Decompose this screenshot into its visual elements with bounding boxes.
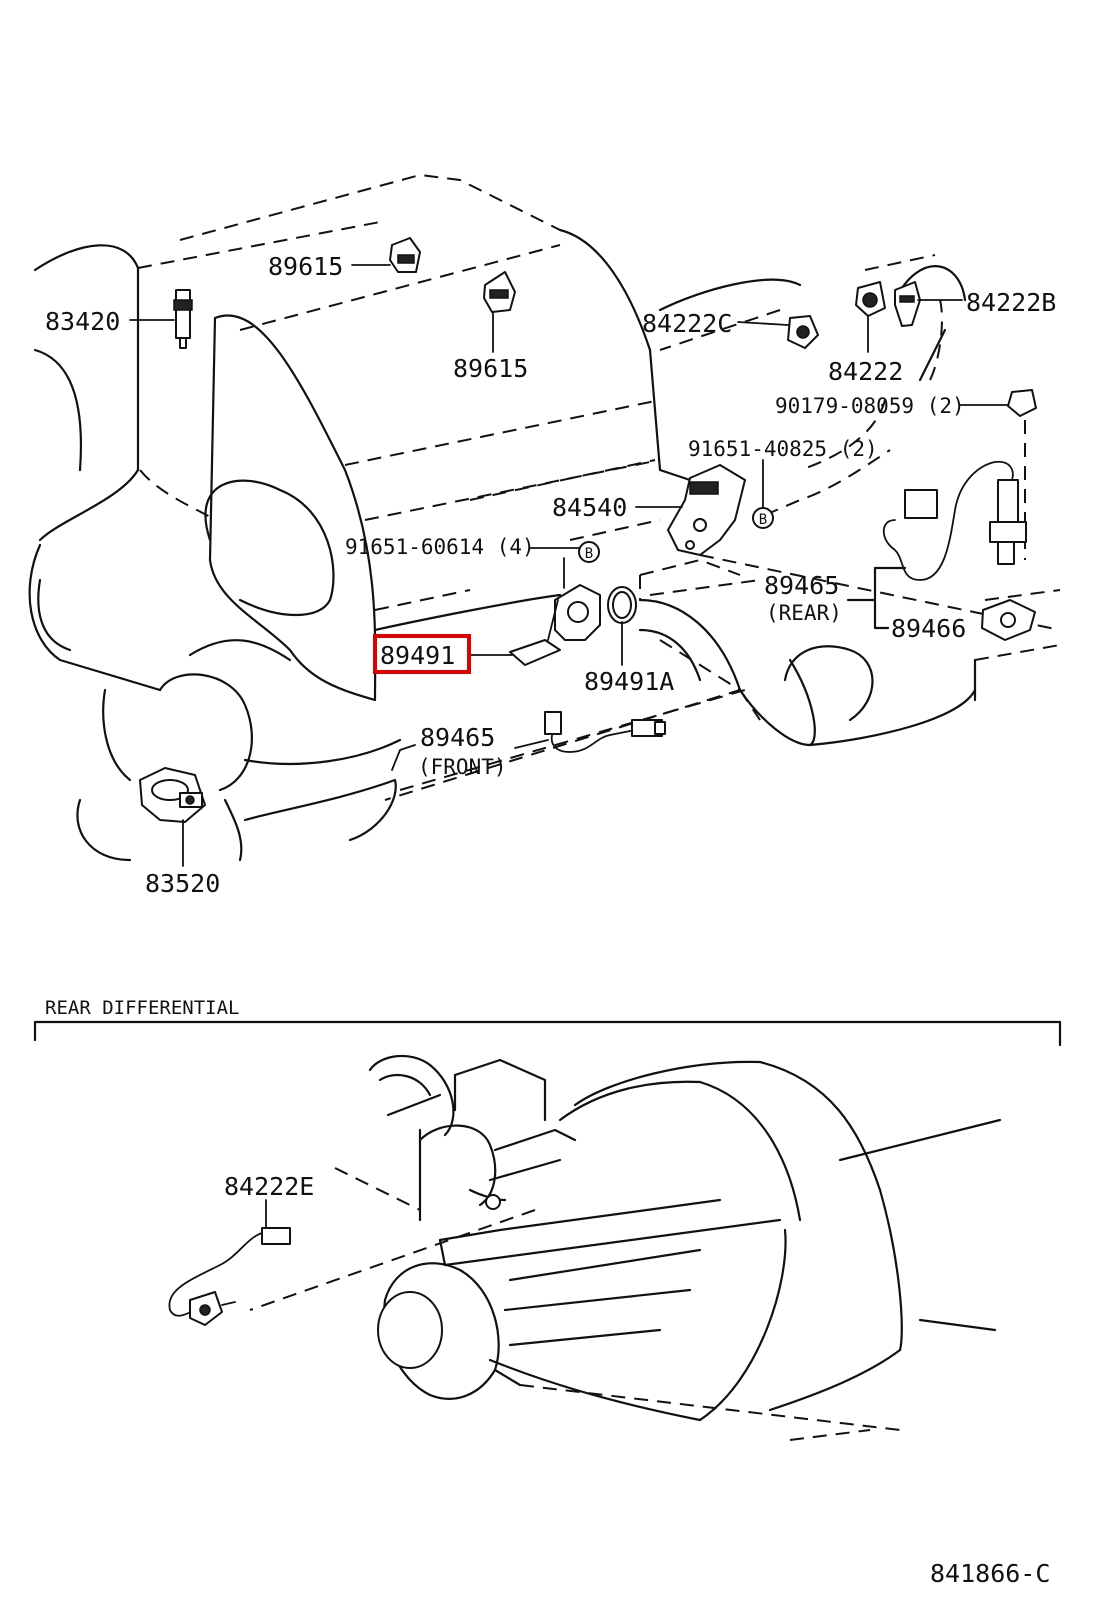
bolt-marker-b-right: B: [752, 507, 774, 529]
sensor-89465-rear-icon: [882, 460, 1027, 581]
label-89465-rear-sub: (REAR): [766, 601, 842, 625]
label-91651-40825[interactable]: 91651-40825 (2): [688, 437, 878, 461]
label-84222[interactable]: 84222: [828, 357, 903, 386]
bolt-marker-b-left: B: [578, 541, 600, 563]
bolt-90179-icon: [1007, 389, 1037, 417]
label-90179-08059[interactable]: 90179-08059 (2): [775, 394, 965, 418]
sensor-84222E-icon: [168, 1227, 291, 1326]
label-91651-60614[interactable]: 91651-60614 (4): [345, 535, 535, 559]
gasket-89466-icon: [981, 599, 1036, 641]
part-labels: 89615 83420 89615 84222C 84222 84222B 90…: [45, 252, 1056, 1201]
switch-84222-icon: [855, 281, 886, 317]
label-89615-mid[interactable]: 89615: [453, 354, 528, 383]
label-84222C[interactable]: 84222C: [642, 309, 732, 338]
switch-84222C-icon: [787, 315, 819, 349]
label-84222B[interactable]: 84222B: [966, 288, 1056, 317]
label-89615-top[interactable]: 89615: [268, 252, 343, 281]
label-83420[interactable]: 83420: [45, 307, 120, 336]
figure-code: 841866-C: [930, 1559, 1050, 1588]
rear-differential-frame: [33, 1020, 1062, 1047]
sensor-83420-icon: [173, 289, 193, 349]
label-89465-front-sub: (FRONT): [418, 755, 507, 779]
label-89491[interactable]: 89491: [380, 641, 455, 670]
sensor-83520-icon: [139, 767, 206, 823]
label-89466[interactable]: 89466: [891, 614, 966, 643]
switch-89615-mid-icon: [483, 271, 516, 313]
highlight-box-89491: [373, 634, 471, 674]
sensor-89465-front-icon: [544, 711, 666, 753]
leader-lines: [129, 264, 1009, 867]
section-title-rear-differential: REAR DIFFERENTIAL: [45, 997, 239, 1019]
label-83520[interactable]: 83520: [145, 869, 220, 898]
label-84222E[interactable]: 84222E: [224, 1172, 314, 1201]
label-89465-front[interactable]: 89465: [420, 723, 495, 752]
svg-text:B: B: [759, 512, 767, 528]
svg-text:B: B: [585, 546, 593, 562]
switch-89615-top-icon: [389, 237, 421, 273]
rear-differential-drawing: [249, 1054, 1002, 1441]
label-84540[interactable]: 84540: [552, 493, 627, 522]
label-89491A[interactable]: 89491A: [584, 667, 674, 696]
label-89465-rear[interactable]: 89465: [764, 571, 839, 600]
oring-89491A-icon: [607, 586, 637, 624]
sensor-89491-icon: [509, 584, 601, 666]
switch-84540-icon: [667, 464, 746, 556]
switch-84222B-icon: [894, 281, 921, 327]
